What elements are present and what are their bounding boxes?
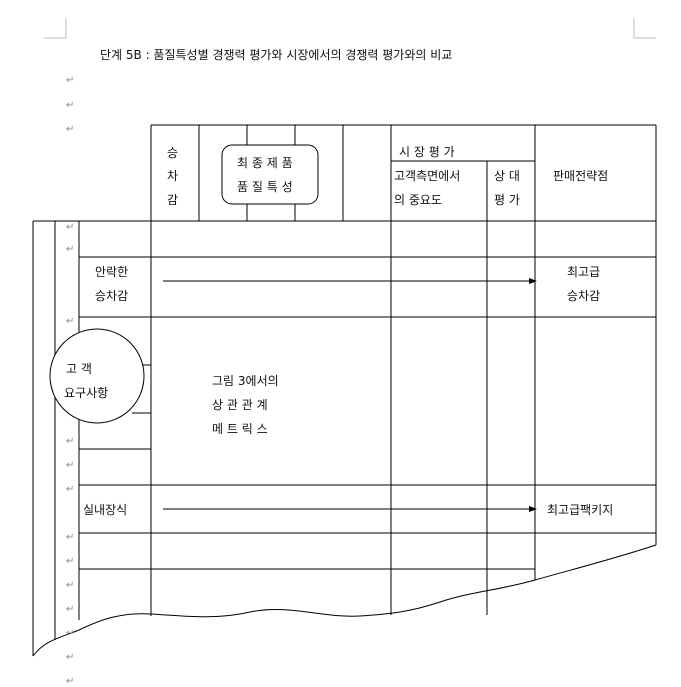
document-title: 단계 5B : 품질특성별 경쟁력 평가와 시장에서의 경쟁력 평가와의 비교 bbox=[100, 48, 453, 62]
matrix-label-line2: 상 관 관 계 bbox=[212, 398, 268, 412]
paragraph-mark: ↵ bbox=[66, 460, 75, 471]
customer-needs-line1: 고 객 bbox=[66, 362, 92, 376]
paragraph-mark: ↵ bbox=[66, 676, 75, 687]
paragraph-mark: ↵ bbox=[66, 652, 75, 663]
market-eval-header: 시 장 평 가 bbox=[399, 145, 455, 159]
paragraph-mark: ↵ bbox=[66, 316, 75, 327]
header-ride-char-2: 차 bbox=[167, 169, 179, 183]
paragraph-mark: ↵ bbox=[66, 484, 75, 495]
row-ride-result-line1: 최고급 bbox=[567, 265, 601, 279]
row-ride-result-line2: 승차감 bbox=[567, 289, 601, 303]
customer-importance-line2: 의 중요도 bbox=[394, 193, 442, 207]
relative-eval-line2: 평 가 bbox=[494, 193, 520, 207]
paragraph-mark: ↵ bbox=[66, 556, 75, 567]
customer-importance-line1: 고객측면에서 bbox=[394, 169, 461, 183]
paragraph-mark: ↵ bbox=[66, 628, 75, 639]
sales-strategy-header: 판매전략점 bbox=[553, 169, 609, 183]
row-ride-label-line1: 안락한 bbox=[95, 265, 129, 279]
header-ride-char-3: 감 bbox=[167, 193, 179, 207]
relative-eval-line1: 상 대 bbox=[494, 169, 520, 183]
matrix-label-line1: 그림 3에서의 bbox=[212, 374, 279, 388]
paragraph-mark: ↵ bbox=[66, 604, 75, 615]
row-interior-label: 실내장식 bbox=[83, 503, 128, 517]
paragraph-mark: ↵ bbox=[66, 244, 75, 255]
paragraph-mark: ↵ bbox=[66, 532, 75, 543]
row-interior-result: 최고급팩키지 bbox=[547, 503, 614, 517]
header-ride-char-1: 승 bbox=[167, 146, 179, 160]
paragraph-mark: ↵ bbox=[66, 100, 75, 111]
paragraph-mark: ↵ bbox=[66, 124, 75, 135]
row-ride-label-line2: 승차감 bbox=[95, 289, 129, 303]
paragraph-mark: ↵ bbox=[66, 222, 75, 233]
final-quality-label-line2: 품 질 특 성 bbox=[237, 180, 293, 194]
paragraph-mark: ↵ bbox=[66, 580, 75, 591]
final-quality-label-line1: 최 종 제 품 bbox=[237, 156, 293, 170]
customer-needs-line2: 요구사항 bbox=[64, 386, 109, 400]
paragraph-mark: ↵ bbox=[66, 436, 75, 447]
matrix-label-line3: 메 트 릭 스 bbox=[212, 422, 268, 436]
paragraph-mark: ↵ bbox=[66, 75, 75, 86]
